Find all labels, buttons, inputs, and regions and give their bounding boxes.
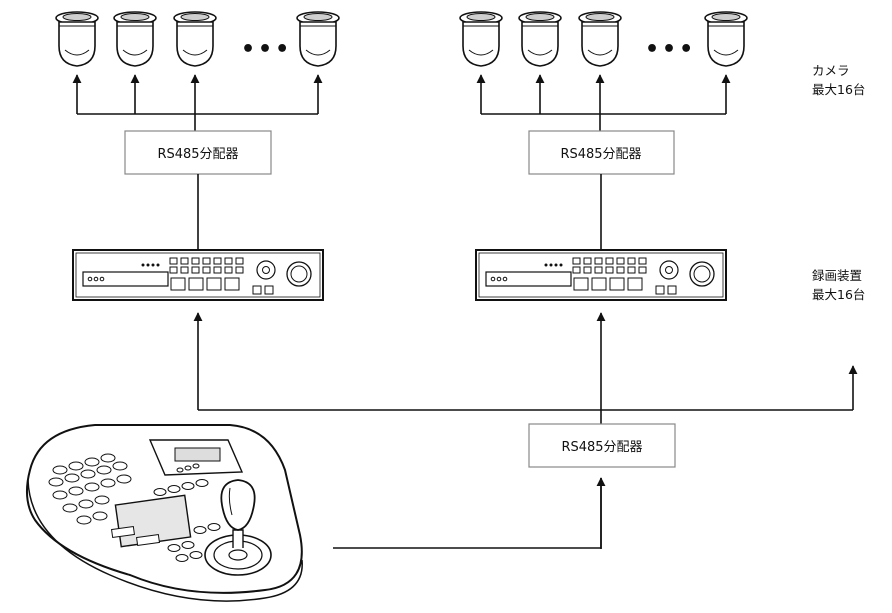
camera-label-line1: カメラ xyxy=(812,63,850,78)
dvr-recorder-icon xyxy=(72,249,324,301)
camera-bus-right xyxy=(476,74,731,131)
camera-label-line2: 最大16台 xyxy=(812,82,865,97)
dome-camera-icon xyxy=(578,11,622,67)
side-label-recorder: 録画装置 最大16台 xyxy=(812,268,865,302)
distributor-label: RS485分配器 xyxy=(157,147,238,162)
dome-camera-icon xyxy=(55,11,99,67)
recorder-label-line1: 録画装置 xyxy=(812,268,862,283)
camera-group-right: ••• xyxy=(459,11,748,67)
dome-camera-icon xyxy=(459,11,503,67)
distributor-box-top-left: RS485分配器 xyxy=(124,130,272,175)
dome-camera-icon xyxy=(113,11,157,67)
ptz-controller-keyboard-icon xyxy=(25,424,303,602)
dvr-recorder-icon xyxy=(475,249,727,301)
recorder-bus xyxy=(193,312,858,424)
camera-bus-left xyxy=(72,74,323,131)
distributor-label: RS485分配器 xyxy=(560,147,641,162)
distributor-label: RS485分配器 xyxy=(561,440,642,455)
camera-ellipsis-left: ••• xyxy=(241,37,292,62)
side-label-camera: カメラ 最大16台 xyxy=(812,63,865,97)
distributor-to-recorder-lines xyxy=(197,174,602,250)
dome-camera-icon xyxy=(173,11,217,67)
dome-camera-icon xyxy=(518,11,562,67)
camera-ellipsis-right: ••• xyxy=(645,37,696,62)
distributor-box-top-right: RS485分配器 xyxy=(528,130,675,175)
distributor-box-bottom: RS485分配器 xyxy=(528,423,676,468)
dome-camera-icon xyxy=(296,11,340,67)
controller-link xyxy=(333,477,606,549)
camera-group-left: ••• xyxy=(55,11,340,67)
dome-camera-icon xyxy=(704,11,748,67)
recorder-label-line2: 最大16台 xyxy=(812,287,865,302)
